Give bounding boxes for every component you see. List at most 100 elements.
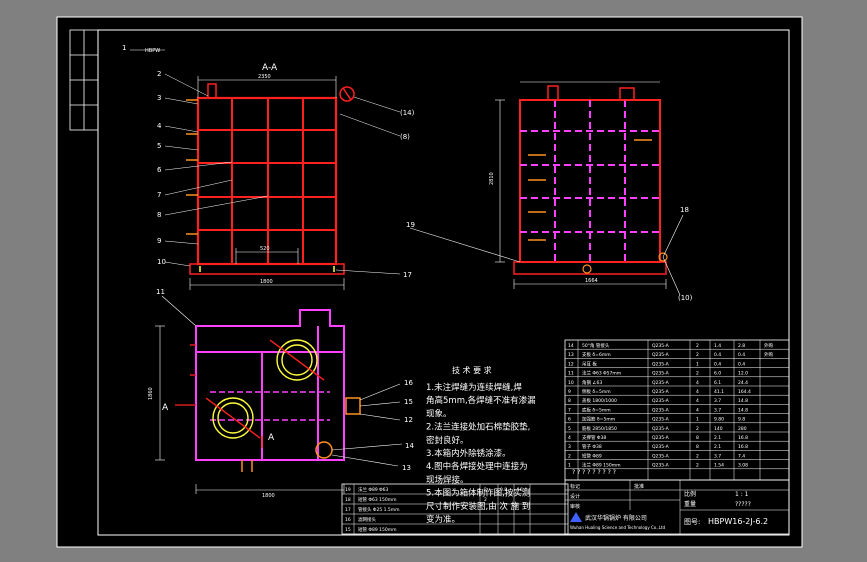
title-block: 标记 设计 审核 批准 比例 1 : 1 重量 ????? 武汉华锅锅炉 有限公… <box>564 479 790 535</box>
tech-note-line: 现场焊接。 <box>426 474 469 485</box>
bom-cell-material: Q235-A <box>652 389 670 395</box>
bom-cell-material: Q235-A <box>652 380 670 386</box>
bom-cell-qty: 8 <box>696 444 699 450</box>
callout-12: 12 <box>404 416 413 424</box>
callout-19: 19 <box>406 221 415 229</box>
company-name: 武汉华锅锅炉 有限公司 <box>585 514 647 522</box>
callout-8: (8) <box>400 133 410 141</box>
side-stamp-strip <box>69 29 99 131</box>
bom-cell-name: 法兰 Φ63 Φ57mm <box>582 370 621 377</box>
dim-misc-label: HBPW <box>145 48 160 54</box>
lower-bom-no: 17 <box>345 507 351 513</box>
bom-cell-qty: 1 <box>696 361 699 367</box>
bom-cell-total-weight: 16.8 <box>738 435 748 441</box>
lower-bom-w1: 0.8 <box>500 487 507 493</box>
bom-cell-no: 6 <box>568 417 571 423</box>
callout-10: (10) <box>678 294 693 302</box>
callout-3: 3 <box>157 94 161 102</box>
callout-17: 17 <box>403 271 412 279</box>
bom-cell-name: 支板 δ=6mm <box>582 351 611 358</box>
bom-cell-name: 加强筋 δ=5mm <box>582 416 615 423</box>
bom-cell-no: 14 <box>568 343 574 349</box>
lower-bom-w2: 16.4 <box>517 487 527 493</box>
bom-cell-unit-weight: 0.4 <box>714 361 721 367</box>
bom-cell-unit-weight: 2.1 <box>714 435 721 441</box>
callout-15: 15 <box>404 398 413 406</box>
dim-plan-height: 1860 <box>148 387 154 400</box>
bom-cell-name: 角钢 ∠63 <box>582 379 602 386</box>
callout-5: 5 <box>157 142 161 150</box>
company-logo-icon <box>570 512 582 522</box>
tech-note-line: 4.图中各焊接处理中连接为 <box>426 461 528 472</box>
bom-cell-unit-weight: 1.4 <box>714 343 721 349</box>
bom-cell-material: Q235-A <box>652 453 670 459</box>
tech-note-line: 变为准。 <box>426 514 460 525</box>
bom-cell-qty: 4 <box>696 407 699 413</box>
bom-cell-unit-weight: 3.7 <box>714 407 721 413</box>
bom-cell-material: Q235-A <box>652 407 670 413</box>
bom-cell-unit-weight: 6.1 <box>714 380 721 386</box>
bom-cell-total-weight: 3.08 <box>738 463 748 469</box>
bom-cell-name: 底板 δ=5mm <box>582 406 611 413</box>
callout-10: 10 <box>157 258 166 266</box>
lower-bom-name: 法兰 Φ89 Φ63 <box>358 486 389 493</box>
callout-7: 7 <box>157 191 161 199</box>
bom-cell-qty: 8 <box>696 435 699 441</box>
bom-cell-total-weight: 24.4 <box>738 380 748 386</box>
bom-cell-name: 法兰 Φ89 150mm <box>582 462 621 469</box>
title-approve: 批准 <box>634 483 644 490</box>
bom-cell-material: Q235-A <box>652 361 670 367</box>
bom-cell-qty: 4 <box>696 389 699 395</box>
tech-note-line: 5.本图为箱体制作图,按实测 <box>426 488 530 499</box>
bom-cell-name: 侧板 δ=5mm <box>582 388 611 395</box>
inner-frame <box>97 29 790 536</box>
bom-cell-unit-weight: 3.7 <box>714 398 721 404</box>
title-scale-label: 比例 <box>684 490 696 498</box>
lower-bom-name: 短管 Φ89 150mm <box>358 526 397 533</box>
bom-cell-unit-weight: 2.1 <box>714 444 721 450</box>
tech-note-line: 角高5mm,各焊缝不准有渗漏 <box>426 395 536 406</box>
bom-cell-qty: 2 <box>696 426 699 432</box>
bom-cell-unit-weight: 3.7 <box>714 453 721 459</box>
bom-cell-material: Q235-A <box>652 398 670 404</box>
bom-cell-no: 8 <box>568 398 571 404</box>
title-weight-label: 重量 <box>684 500 696 508</box>
bom-cell-total-weight: 280 <box>738 426 747 432</box>
dim-inner-span: 520 <box>260 246 270 252</box>
callout-8: 8 <box>157 211 161 219</box>
bom-cell-qty: 1 <box>696 417 699 423</box>
tech-note-line: 2.法兰连接处加石棉垫胶垫, <box>426 422 530 433</box>
section-mark-right: A <box>268 433 275 443</box>
dim-side-base: 1664 <box>585 278 598 284</box>
bom-placeholder: ? ? ? ? ? ? ? ? ? <box>572 469 616 476</box>
lower-bom-name: 短管 Φ63 150mm <box>358 496 397 503</box>
callout-11: 11 <box>156 288 165 296</box>
bom-cell-unit-weight: 1.54 <box>714 463 724 469</box>
bom-cell-material: Q235-A <box>652 463 670 469</box>
lower-bom-no: 15 <box>345 527 351 533</box>
drawing-sheet <box>56 16 803 548</box>
company-name-en: Wuhan Hualing Science and Technology Co.… <box>570 525 665 530</box>
bom-cell-total-weight: 9.8 <box>738 417 745 423</box>
bom-cell-total-weight: 7.4 <box>738 453 745 459</box>
bom-cell-name: 吊耳 板 <box>582 360 597 367</box>
bom-cell-material: Q235-A <box>652 352 670 358</box>
bom-cell-no: 5 <box>568 426 571 432</box>
tech-note-line: 3.本箱内外除锈涂漆。 <box>426 448 511 459</box>
callout-9: 9 <box>157 237 161 245</box>
bom-cell-name: 50°角 管接头 <box>582 342 610 349</box>
callout-6: 6 <box>157 166 162 174</box>
bom-cell-no: 4 <box>568 435 571 441</box>
bom-cell-qty: 2 <box>696 463 699 469</box>
drawing-number: HBPW16-2J-6.2 <box>708 517 768 526</box>
lower-bom-no: 19 <box>345 487 351 493</box>
bom-cell-total-weight: 14.8 <box>738 398 748 404</box>
bom-cell-no: 7 <box>568 407 571 413</box>
bom-cell-total-weight: 0.4 <box>738 361 745 367</box>
